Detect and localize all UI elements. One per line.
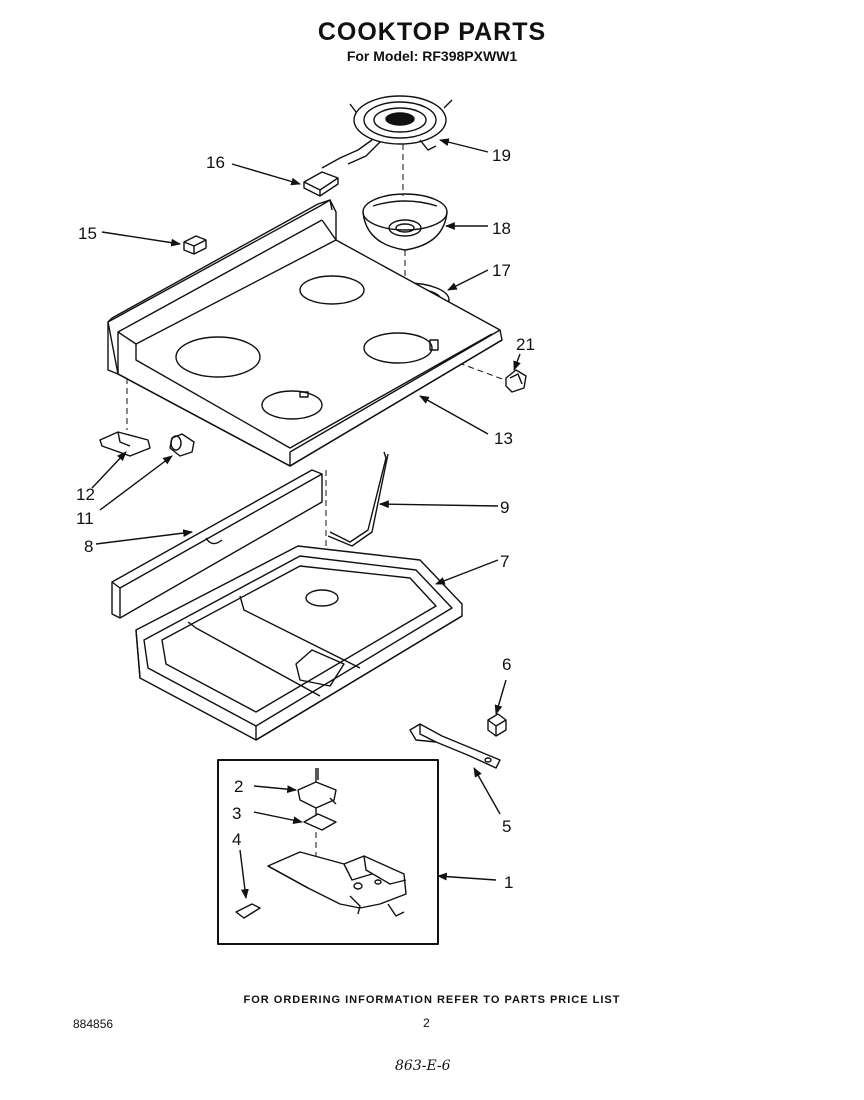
terminal-block-16 — [303, 171, 339, 197]
switch-bracket-1 — [267, 851, 407, 917]
callout-7: 7 — [500, 552, 509, 571]
page-title: COOKTOP PARTS — [317, 18, 547, 46]
support-rod-9 — [327, 451, 389, 547]
model-subtitle: For Model: RF398PXWW1 — [346, 48, 518, 64]
callout-3: 3 — [232, 804, 241, 823]
label-4 — [235, 903, 261, 919]
callout-1: 1 — [504, 873, 513, 892]
callout-4: 4 — [232, 830, 241, 849]
callout-12: 12 — [76, 485, 95, 504]
bracket-15 — [183, 235, 207, 255]
switch-2 — [297, 768, 337, 816]
parts-box — [217, 759, 439, 945]
leader-lines — [91, 138, 521, 899]
callout-21: 21 — [516, 335, 535, 354]
rear-channel-8 — [111, 469, 323, 619]
insulator-3 — [303, 813, 337, 831]
callout-19: 19 — [492, 146, 511, 165]
clip-21 — [505, 369, 527, 393]
callout-2: 2 — [234, 777, 243, 796]
callout-6: 6 — [502, 655, 511, 674]
callout-5: 5 — [502, 817, 511, 836]
spacer-11 — [169, 433, 195, 457]
callout-9: 9 — [500, 498, 509, 517]
cooktop-panel-13 — [107, 199, 503, 467]
page-number: 2 — [423, 1016, 430, 1030]
callout-18: 18 — [492, 219, 511, 238]
cover-6 — [487, 713, 507, 737]
burner-box-7 — [135, 545, 463, 741]
callout-8: 8 — [84, 537, 93, 556]
surface-element-19 — [321, 95, 453, 169]
callout-15: 15 — [78, 224, 97, 243]
callout-numbers: 19 16 18 15 17 21 13 12 11 9 8 7 6 5 2 3… — [76, 146, 535, 892]
callout-17: 17 — [492, 261, 511, 280]
handwritten-code: 863-E-6 — [395, 1058, 451, 1074]
drip-bowl-18 — [362, 193, 448, 251]
hinge-12 — [99, 431, 151, 457]
callout-13: 13 — [494, 429, 513, 448]
document-number: 884856 — [73, 1017, 114, 1031]
callout-16: 16 — [206, 153, 225, 172]
strap-5 — [409, 723, 501, 769]
callout-11: 11 — [76, 509, 94, 528]
ordering-note: FOR ORDERING INFORMATION REFER TO PARTS … — [243, 994, 621, 1006]
